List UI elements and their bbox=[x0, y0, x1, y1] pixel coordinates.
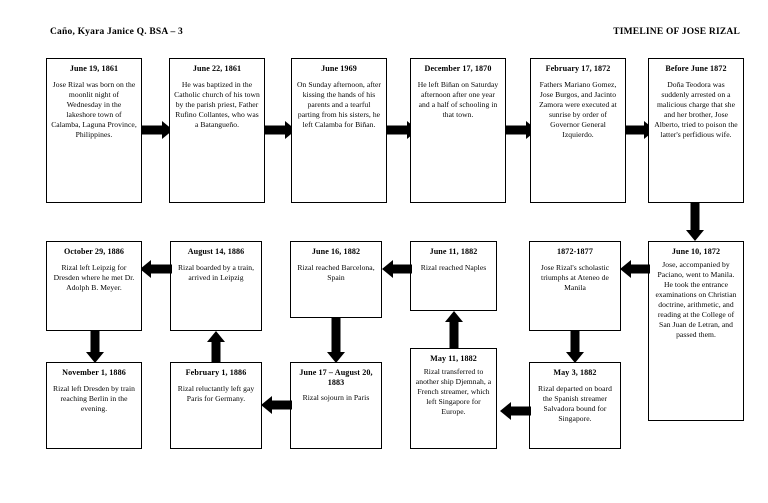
event-box-e17: November 1, 1886 Rizal left Dresden by t… bbox=[46, 362, 142, 449]
event-date: June 17 – August 20, 1883 bbox=[299, 368, 373, 387]
event-date: June 19, 1861 bbox=[69, 64, 119, 73]
event-text: Rizal reluctantly left gay Paris for Ger… bbox=[177, 383, 255, 403]
event-date: 1872-1877 bbox=[557, 247, 593, 256]
event-box-e5: February 17, 1872 Fathers Mariano Gomez,… bbox=[530, 58, 626, 203]
event-text: Rizal reached Barcelona, Spain bbox=[297, 262, 375, 282]
event-box-e12: October 29, 1886 Rizal left Leipzig for … bbox=[46, 241, 142, 331]
event-text: He was baptized in the Catholic church o… bbox=[174, 79, 260, 129]
flow-arrow-e1-e2 bbox=[142, 119, 173, 141]
event-box-e10: June 16, 1882 Rizal reached Barcelona, S… bbox=[290, 241, 382, 318]
event-text: Jose Rizal was born on the moonlit night… bbox=[51, 79, 137, 140]
event-box-e2: June 22, 1861 He was baptized in the Cat… bbox=[169, 58, 265, 203]
event-text: Rizal sojourn in Paris bbox=[302, 393, 370, 403]
event-text: Rizal reached Naples bbox=[420, 262, 487, 272]
event-box-e3: June 1969 On Sunday afternoon, after kis… bbox=[291, 58, 387, 203]
event-date: October 29, 1886 bbox=[63, 247, 125, 256]
event-date: December 17, 1870 bbox=[424, 64, 492, 73]
event-box-e6: Before June 1872 Doña Teodora was sudden… bbox=[648, 58, 744, 203]
event-date: June 22, 1861 bbox=[192, 64, 242, 73]
event-text: Fathers Mariano Gomez, Jose Burgos, and … bbox=[539, 79, 617, 140]
event-text: On Sunday afternoon, after kissing the h… bbox=[297, 79, 381, 129]
event-text: Rizal transferred to another ship Djemna… bbox=[415, 366, 492, 416]
flow-arrow-e11-e12 bbox=[140, 258, 172, 280]
event-box-e13: May 3, 1882 Rizal departed on board the … bbox=[529, 362, 621, 449]
flow-arrow-e7-e8 bbox=[620, 258, 650, 280]
event-text: Jose, accompanied by Paciano, went to Ma… bbox=[655, 259, 737, 340]
flow-arrow-e15-e16 bbox=[261, 394, 292, 416]
event-date: February 1, 1886 bbox=[185, 368, 247, 377]
flow-arrow-e13-e14 bbox=[500, 400, 531, 422]
event-box-e16: February 1, 1886 Rizal reluctantly left … bbox=[170, 362, 262, 449]
event-text: Doña Teodora was suddenly arrested on a … bbox=[654, 79, 738, 140]
event-date: May 3, 1882 bbox=[553, 368, 597, 377]
event-box-e9: June 11, 1882 Rizal reached Naples bbox=[410, 241, 497, 311]
flow-arrow-e14-e9 bbox=[443, 311, 465, 352]
flow-arrow-e9-e10 bbox=[382, 258, 412, 280]
event-text: Rizal departed on board the Spanish stre… bbox=[538, 383, 612, 423]
event-date: February 17, 1872 bbox=[545, 64, 611, 73]
event-text: Rizal left Dresden by train reaching Ber… bbox=[53, 383, 135, 413]
event-date: June 1969 bbox=[321, 64, 357, 73]
event-box-e7: June 10, 1872 Jose, accompanied by Pacia… bbox=[648, 241, 744, 421]
flow-arrow-e8-e13 bbox=[564, 331, 586, 363]
event-date: August 14, 1886 bbox=[187, 247, 245, 256]
flow-arrow-e10-e15 bbox=[325, 318, 347, 363]
flow-arrow-e16-e11 bbox=[205, 331, 227, 363]
event-text: Jose Rizal's scholastic triumphs at Aten… bbox=[540, 262, 610, 292]
flow-arrow-e2-e3 bbox=[265, 119, 296, 141]
event-text: He left Biñan on Saturday afternoon afte… bbox=[417, 79, 499, 119]
event-date: June 11, 1882 bbox=[429, 247, 478, 256]
event-box-e14: May 11, 1882 Rizal transferred to anothe… bbox=[410, 348, 497, 449]
page-title: TIMELINE OF JOSE RIZAL bbox=[613, 27, 740, 37]
event-date: November 1, 1886 bbox=[62, 368, 126, 377]
event-box-e11: August 14, 1886 Rizal boarded by a train… bbox=[170, 241, 262, 331]
event-box-e1: June 19, 1861 Jose Rizal was born on the… bbox=[46, 58, 142, 203]
event-date: June 10, 1872 bbox=[671, 247, 721, 256]
event-text: Rizal left Leipzig for Dresden where he … bbox=[53, 262, 135, 292]
event-date: May 11, 1882 bbox=[430, 354, 477, 363]
event-box-e15: June 17 – August 20, 1883 Rizal sojourn … bbox=[290, 362, 382, 449]
event-date: Before June 1872 bbox=[665, 64, 727, 73]
flow-arrow-e12-e17 bbox=[84, 331, 106, 363]
event-box-e4: December 17, 1870 He left Biñan on Satur… bbox=[410, 58, 506, 203]
event-box-e8: 1872-1877 Jose Rizal's scholastic triump… bbox=[529, 241, 621, 331]
flow-arrow-e6-e7 bbox=[684, 203, 706, 241]
event-text: Rizal boarded by a train, arrived in Lei… bbox=[177, 262, 255, 282]
event-date: June 16, 1882 bbox=[311, 247, 361, 256]
student-name-header: Caño, Kyara Janice Q. BSA – 3 bbox=[50, 27, 184, 37]
